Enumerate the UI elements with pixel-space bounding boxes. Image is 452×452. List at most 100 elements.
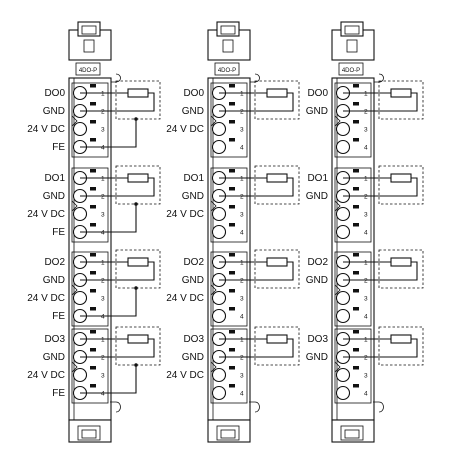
terminal-clamp-icon[interactable] bbox=[211, 224, 227, 240]
status-led-icon bbox=[353, 289, 359, 293]
status-led-icon bbox=[353, 366, 359, 370]
module-bottom-housing bbox=[207, 419, 251, 443]
status-led-icon bbox=[229, 102, 235, 106]
terminal-clamp-icon[interactable] bbox=[211, 290, 227, 306]
module-top-latch bbox=[340, 21, 364, 37]
terminal-clamp-icon[interactable] bbox=[211, 206, 227, 222]
pin-number: 4 bbox=[364, 314, 368, 321]
terminal-clamp-icon[interactable] bbox=[72, 367, 88, 383]
terminal-clamp-icon[interactable] bbox=[335, 290, 351, 306]
load-wire-return bbox=[343, 177, 418, 197]
pin-number: 3 bbox=[101, 373, 105, 380]
load-resistor-icon bbox=[390, 173, 412, 183]
load-wire-return bbox=[219, 338, 294, 358]
pin-number: 4 bbox=[101, 230, 105, 237]
terminal-clamp-icon[interactable] bbox=[211, 385, 227, 401]
terminal-clamp-icon[interactable] bbox=[72, 206, 88, 222]
junction-dot bbox=[134, 117, 138, 121]
terminal-clamp-icon[interactable] bbox=[72, 121, 88, 137]
pin-number: 3 bbox=[364, 373, 368, 380]
pin-number: 1 bbox=[240, 176, 244, 183]
terminal-clamp-icon[interactable] bbox=[335, 385, 351, 401]
channel-marker-icon bbox=[71, 115, 78, 127]
load-device-frame bbox=[254, 80, 300, 120]
pin-number: 3 bbox=[101, 296, 105, 303]
pin-number: 3 bbox=[364, 127, 368, 134]
gnd-label: GND bbox=[182, 106, 204, 117]
status-led-icon bbox=[353, 223, 359, 227]
terminal-clamp-icon[interactable] bbox=[335, 224, 351, 240]
supply-label: 24 V DC bbox=[27, 124, 65, 135]
terminal-clamp-icon[interactable] bbox=[335, 308, 351, 324]
status-led-icon bbox=[90, 330, 96, 334]
pin-number: 2 bbox=[364, 109, 368, 116]
channel-label: DO0 bbox=[44, 88, 65, 99]
fe-shield-wire bbox=[80, 288, 137, 317]
pin-number: 1 bbox=[101, 176, 105, 183]
load-wire-return bbox=[80, 261, 155, 281]
module-body bbox=[68, 77, 112, 421]
gnd-label: GND bbox=[43, 191, 65, 202]
status-led-icon bbox=[229, 289, 235, 293]
load-wire-return bbox=[343, 338, 418, 358]
status-led-icon bbox=[353, 120, 359, 124]
status-led-icon bbox=[90, 138, 96, 142]
pin-number: 2 bbox=[101, 109, 105, 116]
status-led-icon bbox=[90, 307, 96, 311]
status-led-icon bbox=[353, 307, 359, 311]
module-bottom-latch-detail bbox=[220, 429, 236, 439]
terminal-clamp-icon[interactable] bbox=[211, 367, 227, 383]
status-led-icon bbox=[90, 366, 96, 370]
pin-number: 3 bbox=[364, 296, 368, 303]
terminal-clamp-icon[interactable] bbox=[211, 308, 227, 324]
fe-label: FE bbox=[52, 311, 65, 322]
pin-number: 1 bbox=[240, 91, 244, 98]
pin-number: 3 bbox=[240, 127, 244, 134]
pin-number: 4 bbox=[101, 314, 105, 321]
status-led-icon bbox=[90, 102, 96, 106]
gnd-label: GND bbox=[182, 191, 204, 202]
module-latch-detail bbox=[344, 25, 360, 35]
fe-shield-wire bbox=[80, 119, 137, 148]
terminal-clamp-icon[interactable] bbox=[211, 121, 227, 137]
terminal-clamp-icon[interactable] bbox=[211, 139, 227, 155]
terminal-clamp-icon[interactable] bbox=[335, 367, 351, 383]
gnd-label: GND bbox=[43, 352, 65, 363]
status-led-icon bbox=[229, 205, 235, 209]
module-bottom-latch-detail bbox=[81, 429, 97, 439]
load-wire-return bbox=[343, 92, 418, 112]
pin-number: 1 bbox=[101, 260, 105, 267]
rail-clip bbox=[249, 73, 260, 83]
channel-label: DO3 bbox=[307, 334, 328, 345]
pin-number: 3 bbox=[240, 373, 244, 380]
terminal-group-frame bbox=[71, 328, 109, 404]
pin-number: 1 bbox=[364, 176, 368, 183]
terminal-group-frame bbox=[334, 167, 372, 243]
channel-marker-icon bbox=[210, 284, 217, 296]
terminal-clamp-icon[interactable] bbox=[72, 290, 88, 306]
channel-label: DO1 bbox=[183, 173, 204, 184]
status-led-icon bbox=[229, 169, 235, 173]
terminal-clamp-icon[interactable] bbox=[335, 206, 351, 222]
terminal-group-frame bbox=[71, 167, 109, 243]
pin-number: 3 bbox=[101, 127, 105, 134]
status-led-icon bbox=[353, 205, 359, 209]
module-release-slot bbox=[346, 39, 358, 53]
terminal-module: 4DO-P1234DO0GND1234DO1GND1234DO2GND1234D… bbox=[306, 21, 424, 443]
load-device-frame bbox=[378, 80, 424, 120]
terminal-group-frame bbox=[334, 82, 372, 158]
status-led-icon bbox=[353, 169, 359, 173]
status-led-icon bbox=[353, 253, 359, 257]
terminal-clamp-icon[interactable] bbox=[335, 121, 351, 137]
channel-marker-icon bbox=[334, 361, 341, 373]
terminal-clamp-icon[interactable] bbox=[335, 139, 351, 155]
pin-number: 3 bbox=[101, 212, 105, 219]
fe-label: FE bbox=[52, 227, 65, 238]
status-led-icon bbox=[353, 348, 359, 352]
pin-number: 4 bbox=[364, 391, 368, 398]
